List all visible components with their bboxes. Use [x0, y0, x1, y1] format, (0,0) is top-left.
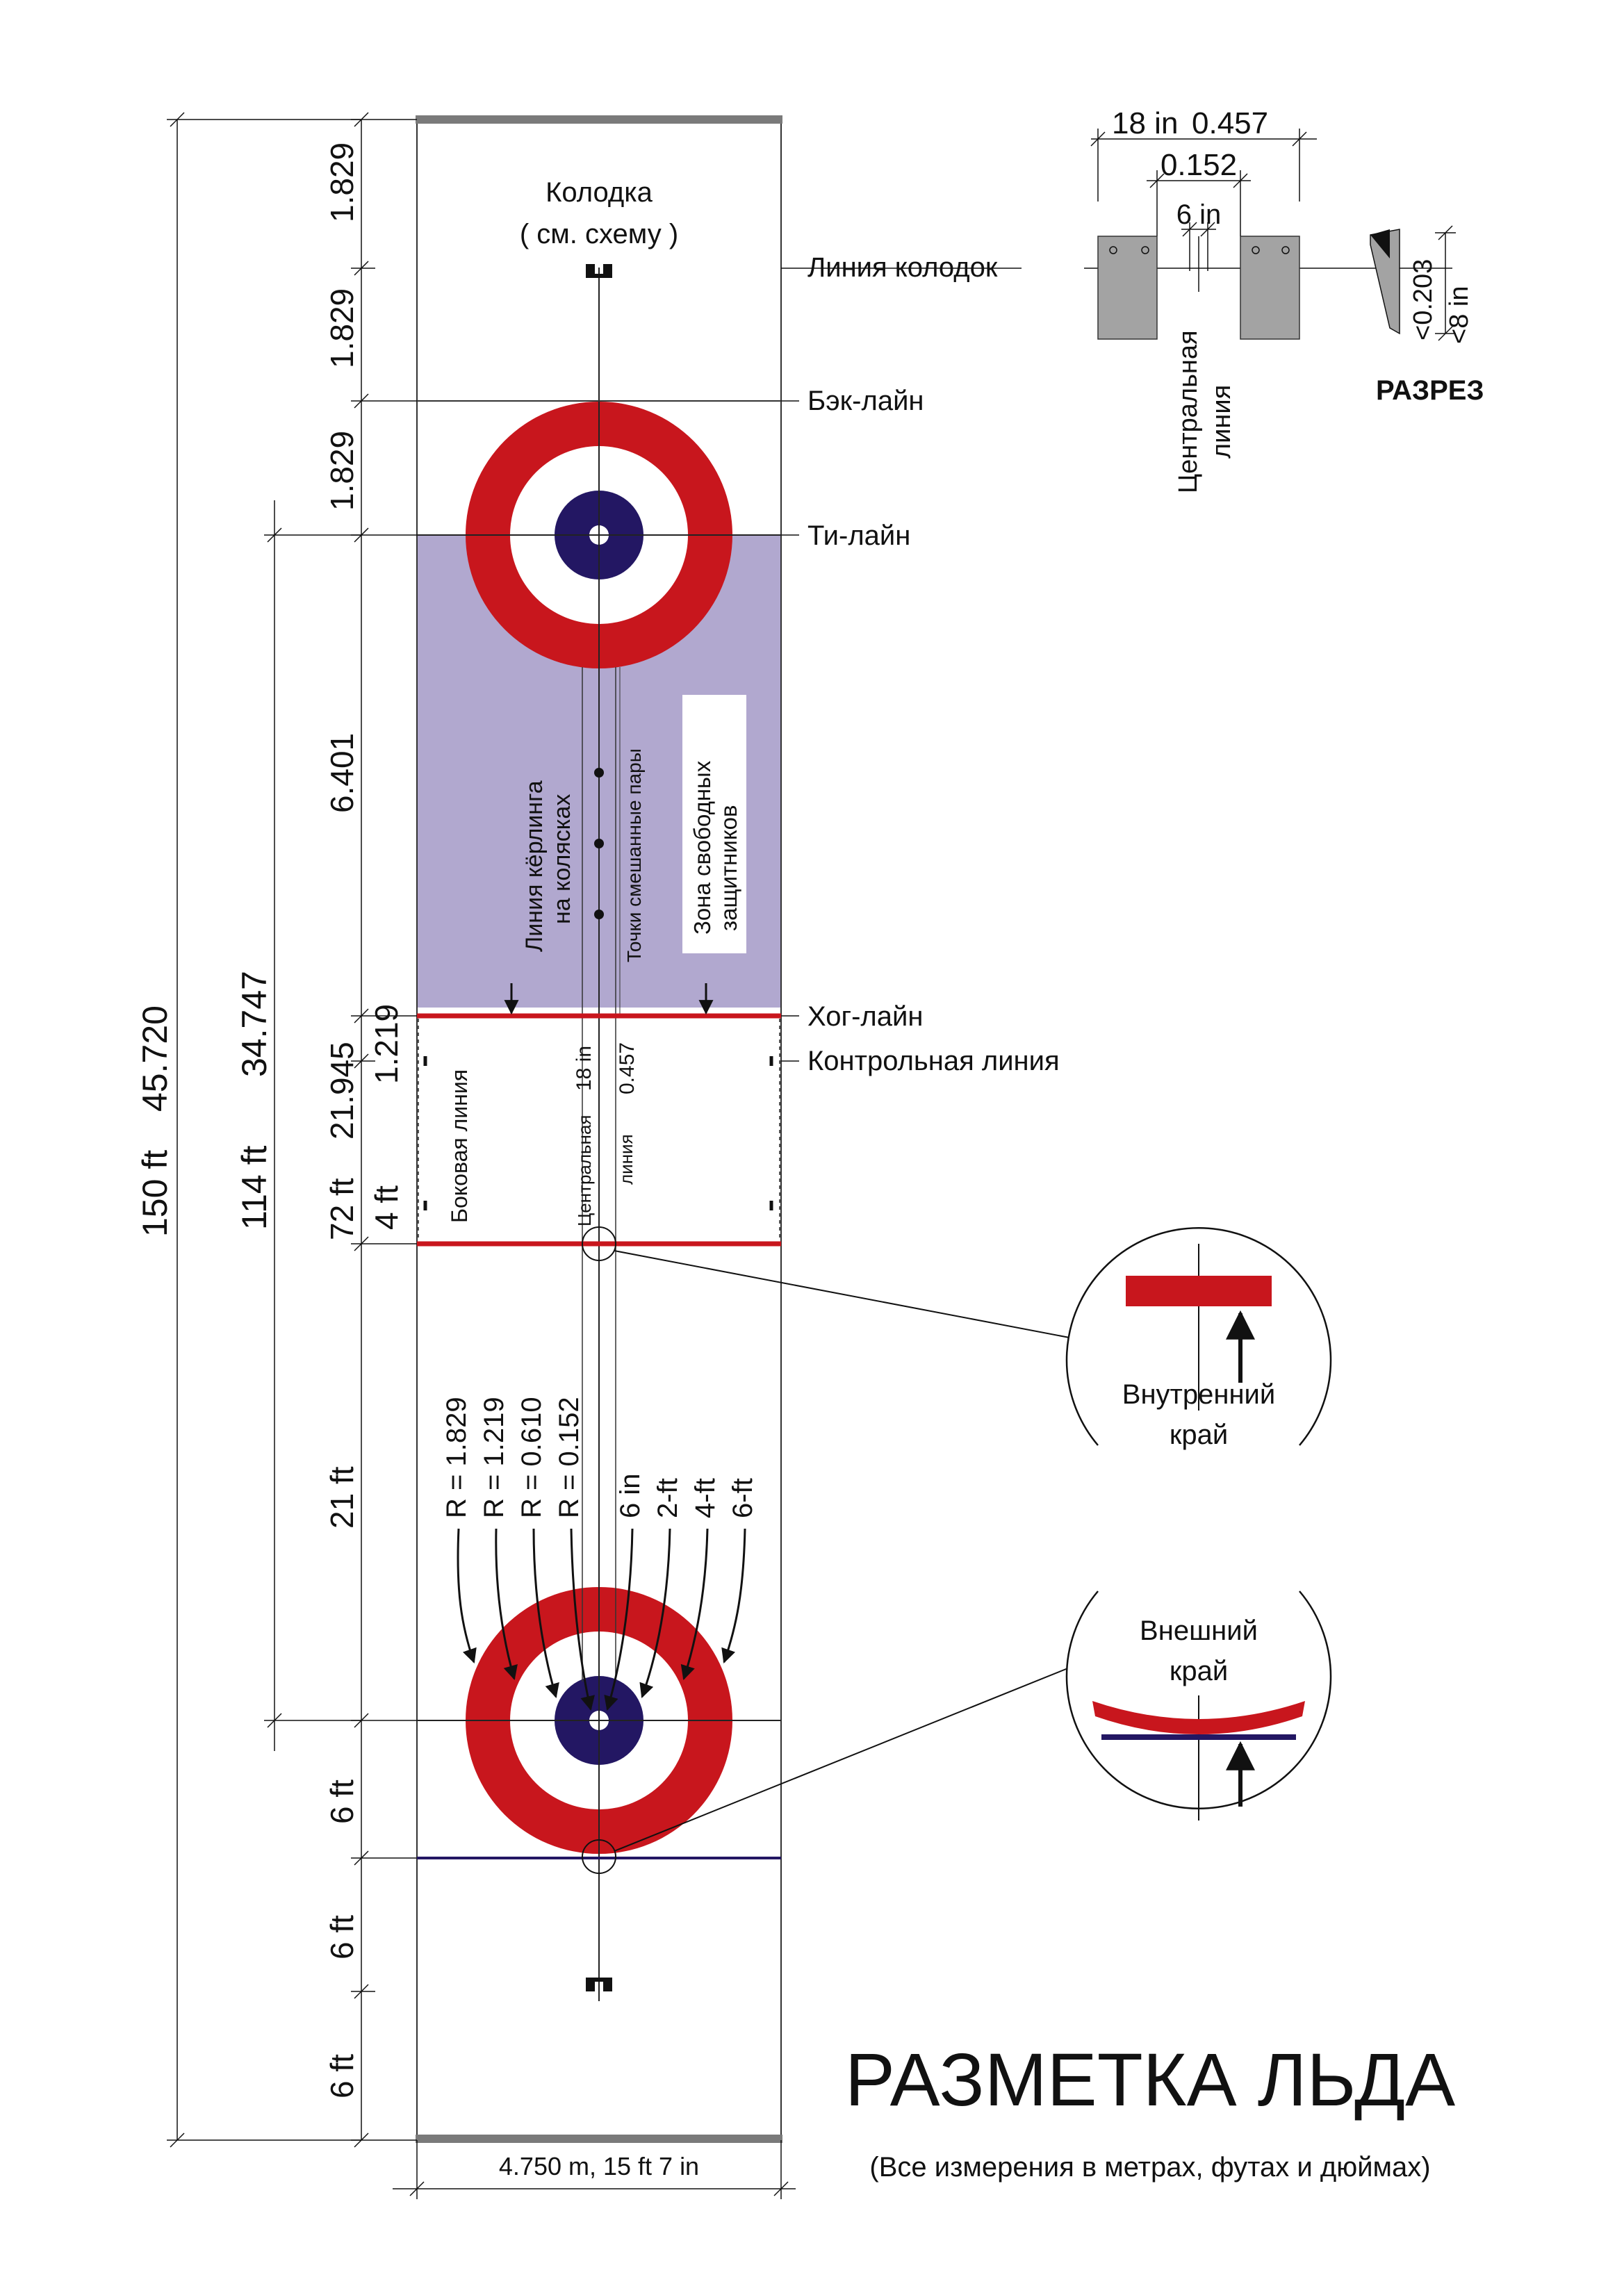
svg-text:18 in: 18 in [1112, 106, 1178, 140]
control-line-marks [423, 1056, 773, 1210]
outer-edge-magnifier-spot [582, 1839, 616, 1874]
page-title: РАЗМЕТКА ЛЬДА [845, 2037, 1455, 2121]
svg-text:<8 in: <8 in [1445, 286, 1474, 344]
dim-near-2: 6 ft [324, 1780, 360, 1824]
svg-text:0.457: 0.457 [1192, 106, 1268, 140]
dimension-lines [167, 112, 796, 2199]
outer-edge-leader [614, 1666, 1074, 1852]
hack-section-profile [1370, 229, 1400, 335]
svg-text:0.457: 0.457 [616, 1042, 639, 1094]
near-end-bar [416, 2135, 782, 2143]
svg-text:край: край [1170, 1656, 1228, 1686]
mixed-doubles-label: Точки смешанные пары [623, 748, 645, 962]
outer-edge-callout: Внешний край [1065, 1591, 1332, 1821]
radius-arrows [457, 1528, 746, 1711]
hack-label: Колодка [546, 177, 653, 208]
curling-sheet: Линия кёрлинга на колясках Точки смешанн… [416, 115, 1074, 2143]
dimension-labels: 1.829 1.829 1.829 6.401 1.219 4 ft 21.94… [136, 142, 699, 2180]
dim-hog-hog-ft: 72 ft [324, 1178, 360, 1240]
hack-line-label: Линия колодок [807, 252, 998, 283]
dim-far-1: 1.829 [324, 142, 360, 222]
wheelchair-line-label: Линия кёрлинга на колясках [521, 780, 575, 952]
inner-edge-leader [614, 1250, 1074, 1339]
tee-line-label: Ти-лайн [807, 520, 910, 551]
svg-text:0.152: 0.152 [1160, 148, 1237, 182]
svg-text:Центральная: Центральная [574, 1115, 595, 1227]
radius-metric-1: R = 1.829 [441, 1397, 472, 1518]
dim-tee-tee-m: 34.747 [235, 971, 274, 1077]
free-guard-label-box [682, 695, 746, 953]
center-width-label: 18 in 0.457 [573, 1042, 639, 1094]
svg-text:линия: линия [1207, 385, 1236, 459]
radius-imperial-2: 2-ft [653, 1478, 683, 1518]
dim-far-4: 6.401 [324, 733, 360, 813]
radius-imperial-1: 6 in [615, 1474, 646, 1519]
page-subtitle: (Все измерения в метрах, футах и дюймах) [869, 2152, 1430, 2183]
dim-tee-tee-ft: 114 ft [235, 1146, 274, 1230]
hack-ref-label: ( см. схему ) [520, 219, 678, 249]
mixed-doubles-points [594, 768, 604, 919]
svg-text:Внутренний: Внутренний [1122, 1379, 1275, 1410]
svg-text:край: край [1170, 1420, 1228, 1450]
center-line-label: Центральная линия [574, 1115, 637, 1227]
hog-line-label: Хог-лайн [807, 1001, 923, 1032]
svg-text:линия: линия [616, 1134, 637, 1185]
dim-far-5: 1.219 [368, 1004, 404, 1084]
svg-text:на колясках: на колясках [549, 794, 575, 924]
dim-total-m: 45.720 [136, 1005, 174, 1112]
dim-total-ft: 150 ft [136, 1150, 174, 1237]
svg-text:Линия кёрлинга: Линия кёрлинга [521, 780, 548, 952]
radius-imperial-4: 6-ft [728, 1478, 758, 1518]
radius-metric-4: R = 0.152 [554, 1397, 584, 1518]
side-line-label: Боковая линия [447, 1069, 472, 1223]
sheet-width-label: 4.750 m, 15 ft 7 in [499, 2152, 699, 2180]
radius-imperial-3: 4-ft [690, 1478, 721, 1518]
dim-near-1: 21 ft [324, 1466, 360, 1529]
radius-labels: R = 1.829 R = 1.219 R = 0.610 R = 0.152 … [441, 1397, 758, 1518]
control-line-label: Контрольная линия [807, 1046, 1060, 1076]
svg-text:<0.203: <0.203 [1409, 259, 1438, 340]
radius-metric-2: R = 1.219 [479, 1397, 509, 1518]
line-labels: Линия колодок Бэк-лайн Ти-лайн Хог-лайн … [781, 252, 1060, 1076]
back-line-label: Бэк-лайн [807, 386, 924, 416]
dim-far-2: 1.829 [324, 288, 360, 368]
inner-edge-callout: Внутренний край [1065, 1226, 1332, 1450]
svg-text:Зона свободных: Зона свободных [689, 760, 715, 935]
svg-text:Внешний: Внешний [1140, 1616, 1258, 1646]
svg-text:18 in: 18 in [573, 1046, 596, 1091]
dim-hog-hog-m: 21.945 [324, 1042, 360, 1140]
free-guard-label: Зона свободных защитников [689, 760, 741, 935]
svg-text:защитников: защитников [716, 805, 741, 931]
dim-control-ft: 4 ft [368, 1185, 404, 1230]
dim-far-3: 1.829 [324, 431, 360, 511]
inner-edge-magnifier-spot [582, 1226, 616, 1261]
hack-detail: 18 in 0.457 0.152 6 in Центральная линия… [1084, 106, 1484, 493]
hack-block-right [1240, 236, 1300, 340]
svg-text:6 in: 6 in [1176, 199, 1222, 230]
hack-far [586, 264, 612, 278]
radius-metric-3: R = 0.610 [516, 1397, 547, 1518]
far-end-bar [416, 115, 782, 124]
hack-near [586, 1978, 612, 1991]
dim-near-3: 6 ft [324, 1915, 360, 1959]
dim-near-4: 6 ft [324, 2054, 360, 2098]
section-label: РАЗРЕЗ [1376, 375, 1484, 406]
svg-text:Центральная: Центральная [1174, 330, 1203, 493]
